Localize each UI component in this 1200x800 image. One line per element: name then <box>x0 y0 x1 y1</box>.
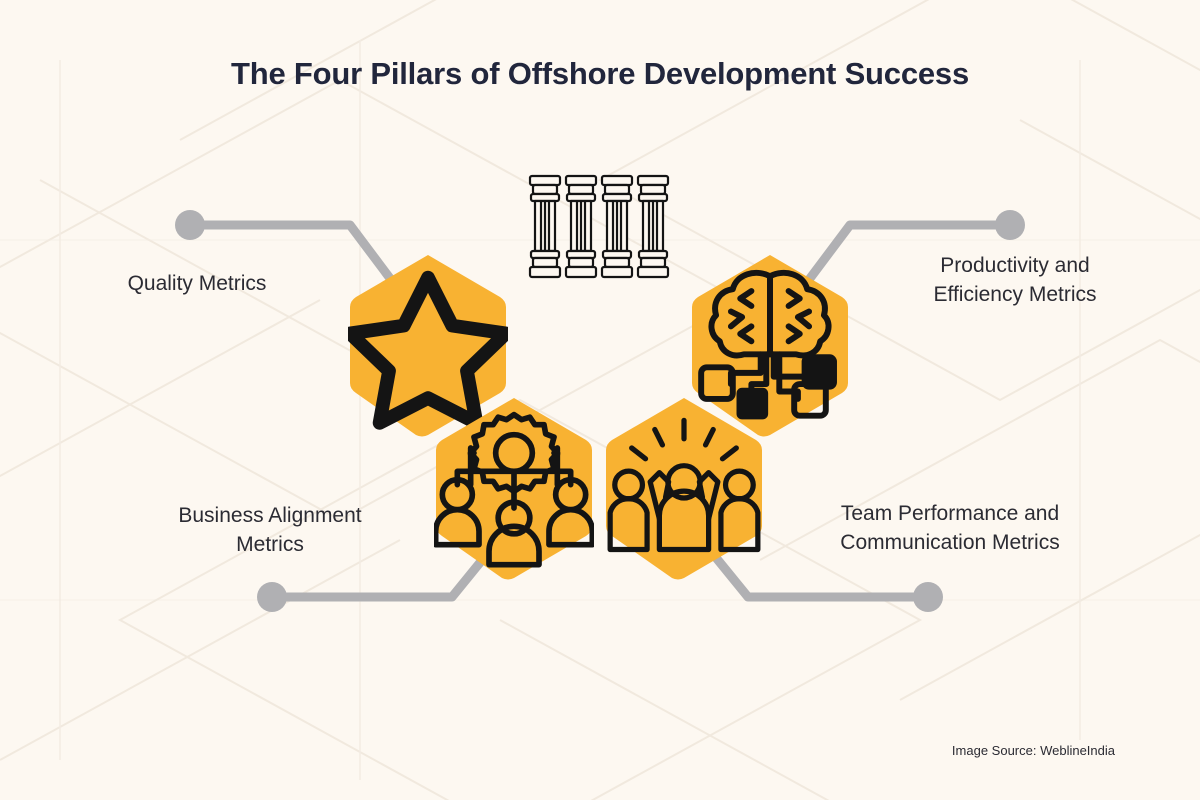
celebrating-team-icon <box>604 396 764 580</box>
connector-productivity <box>800 220 1015 290</box>
label-line: Business Alignment <box>178 504 362 527</box>
hexagon-team-performance[interactable] <box>604 396 764 580</box>
hexagon-business-alignment[interactable] <box>434 396 594 580</box>
star-icon <box>348 253 508 437</box>
page-title: The Four Pillars of Offshore Development… <box>230 56 970 91</box>
dot-team <box>913 582 943 612</box>
dot-business <box>257 582 287 612</box>
gear-org-chart-people-icon <box>434 396 594 580</box>
label-line: Metrics <box>236 532 304 556</box>
label-line: Efficiency Metrics <box>933 282 1097 306</box>
label-team-performance-metrics: Team Performance and Communication Metri… <box>790 500 1110 558</box>
dot-quality <box>175 210 205 240</box>
hexagon-productivity[interactable] <box>690 253 850 437</box>
brain-network-icon <box>690 253 850 437</box>
label-business-alignment-metrics: Business Alignment Metrics <box>120 502 420 560</box>
image-source-credit: Image Source: WeblineIndia <box>951 743 1115 758</box>
dot-productivity <box>995 210 1025 240</box>
label-quality-metrics: Quality Metrics <box>62 270 332 299</box>
four-pillars-icon <box>528 174 670 279</box>
label-line: Quality Metrics <box>127 272 267 295</box>
label-line: Productivity and <box>940 254 1090 277</box>
label-line: Team Performance and <box>840 502 1060 525</box>
label-line: Communication Metrics <box>840 530 1060 554</box>
label-productivity-metrics: Productivity and Efficiency Metrics <box>880 252 1150 310</box>
hexagon-quality[interactable] <box>348 253 508 437</box>
connector-quality <box>185 220 400 290</box>
